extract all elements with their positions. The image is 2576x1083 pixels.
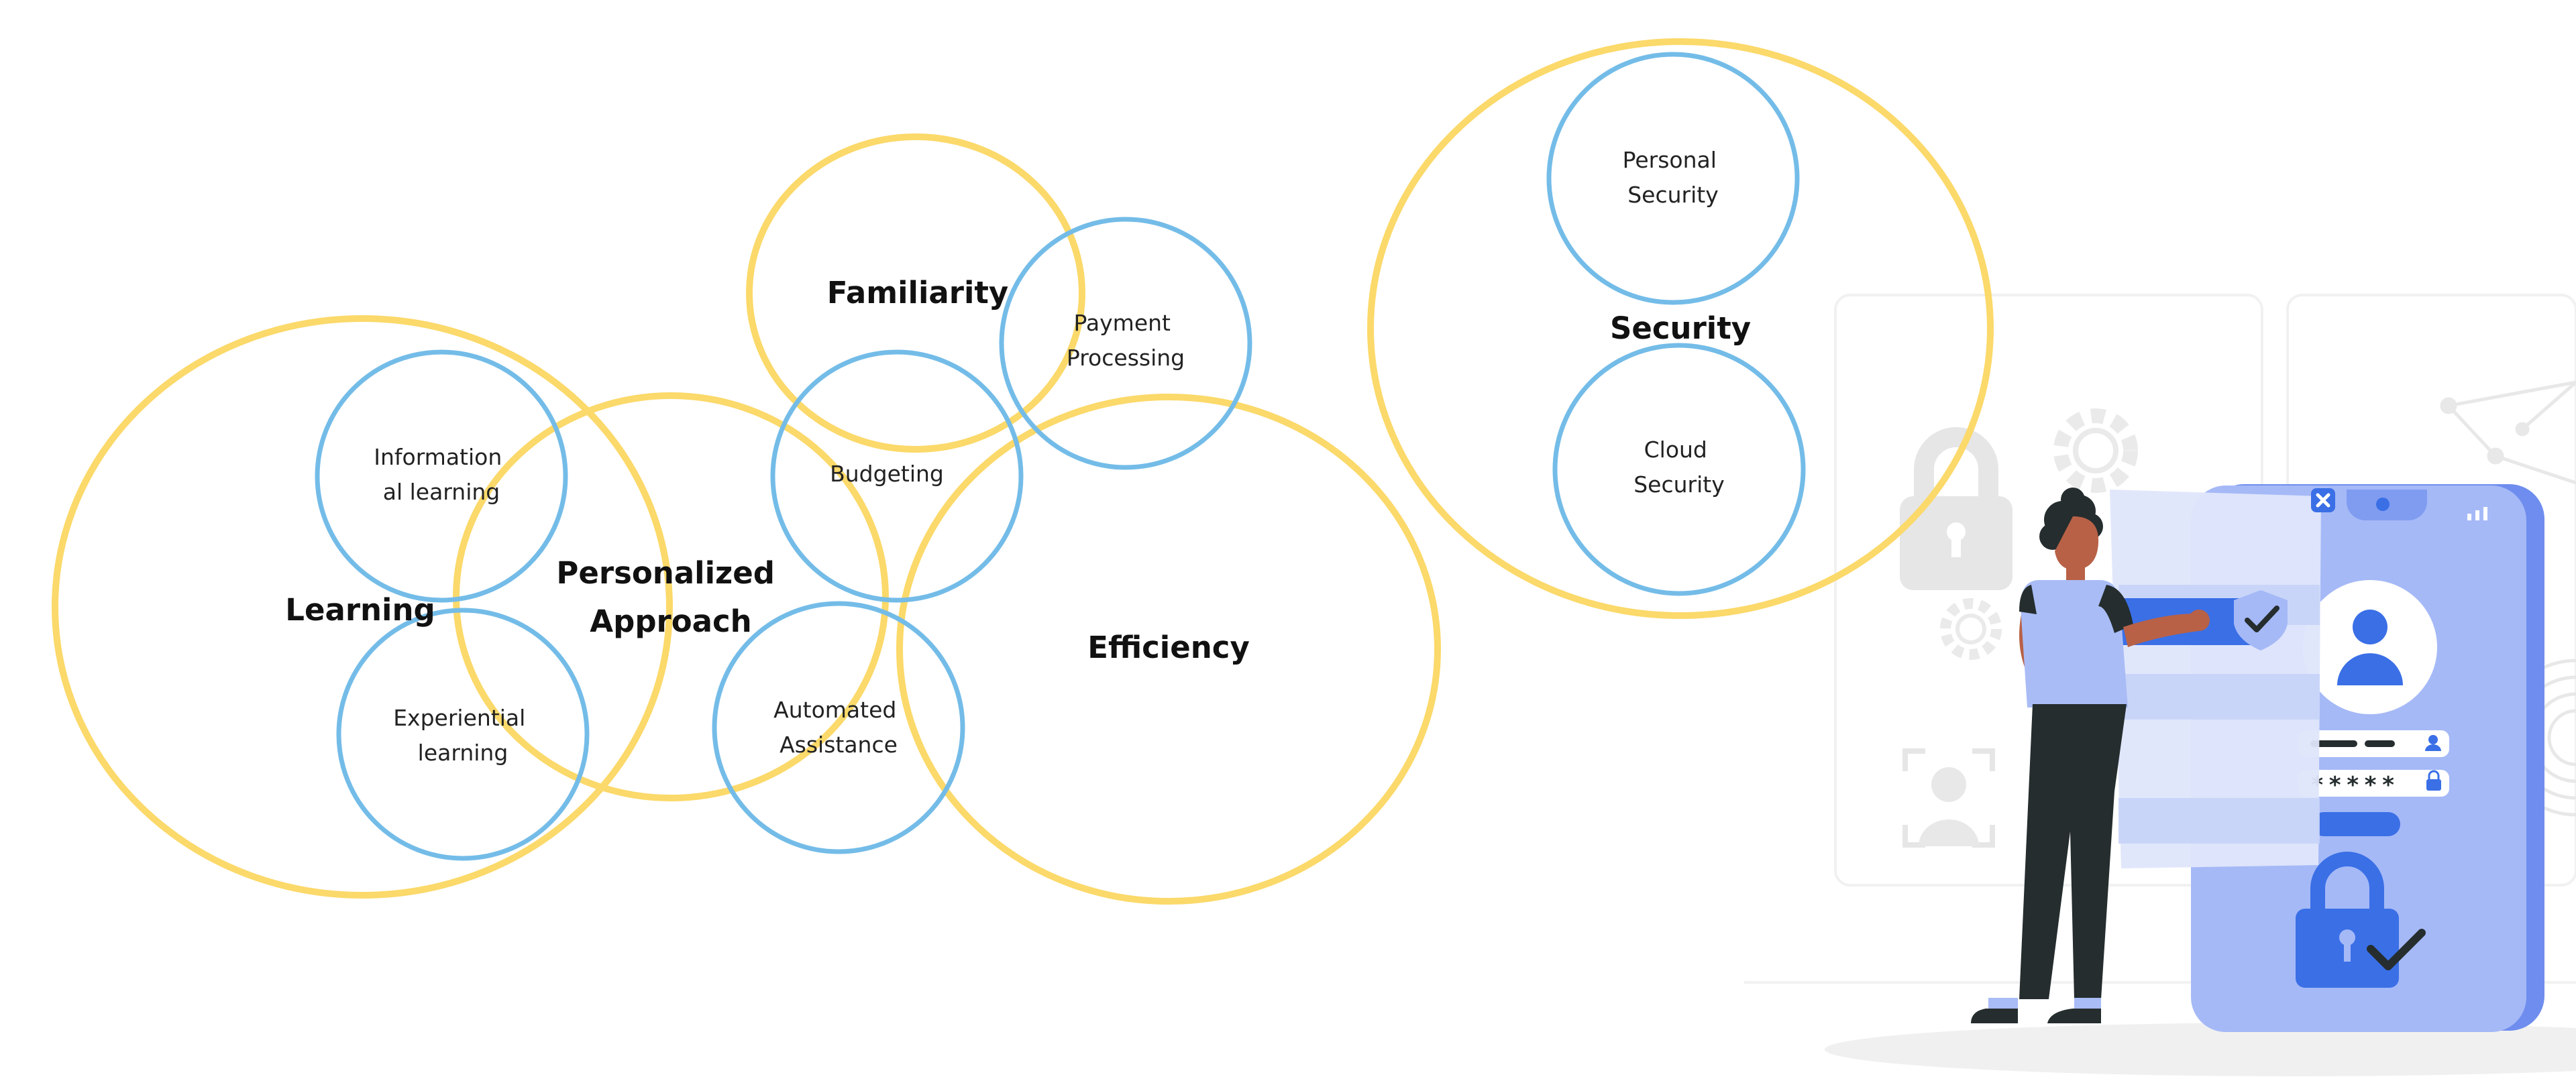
circle-personalized: [453, 392, 889, 801]
label-line: learning: [418, 740, 508, 766]
label-personal-security: Personal Security: [1623, 147, 1724, 208]
close-icon: [2316, 493, 2330, 508]
user-icon: [2425, 735, 2441, 751]
person-shirt: [2021, 580, 2128, 707]
password-field[interactable]: [2298, 770, 2449, 797]
circle-payment: [999, 217, 1252, 470]
label-line: Information: [374, 444, 502, 470]
person-sleeve: [2098, 585, 2133, 633]
camera-icon: [2376, 498, 2390, 511]
label-automated: Automated Assistance: [773, 697, 904, 758]
padlock-icon: [1900, 427, 2012, 590]
label-cloud-security: Cloud Security: [1633, 437, 1725, 498]
check-icon: [2367, 929, 2426, 970]
label-line: Security: [1627, 182, 1719, 208]
padlock-icon: [2426, 770, 2441, 791]
label-learning: Learning: [285, 592, 435, 628]
major-labels: Learning Personalized Approach Familiari…: [285, 275, 1751, 665]
label-informational: Information al learning: [374, 444, 509, 505]
label-line: Automated: [773, 697, 896, 723]
label-line: Cloud: [1644, 437, 1707, 463]
minor-labels: Information al learning Experiential lea…: [374, 147, 1725, 766]
blue-circles: [315, 52, 1806, 861]
label-efficiency: Efficiency: [1087, 630, 1250, 665]
person-shoe: [2047, 1009, 2101, 1023]
label-line: Personal: [1623, 147, 1717, 173]
person-arm: [2123, 614, 2198, 647]
circle-efficiency: [896, 394, 1441, 905]
person-shoe: [1971, 1009, 2018, 1023]
label-personalized: Personalized Approach: [556, 555, 785, 639]
circle-cloud-security: [1552, 343, 1806, 596]
label-line: Processing: [1067, 345, 1185, 371]
label-line: Approach: [590, 604, 751, 639]
person-head: [2055, 516, 2099, 570]
gear-icon: [1940, 598, 2002, 660]
label-line: Payment: [1074, 310, 1171, 336]
login-button[interactable]: [2312, 812, 2400, 836]
signal-icon: [2467, 507, 2487, 520]
person: [1971, 488, 2210, 1023]
floor-shadow: [1825, 1023, 2576, 1076]
face-id-icon: [1902, 748, 1995, 848]
person-pants: [2019, 704, 2127, 999]
yellow-circles: [52, 38, 1994, 905]
label-line: al learning: [383, 479, 500, 505]
circle-informational: [315, 349, 568, 603]
floating-panel: [2110, 488, 2335, 868]
circle-budgeting: [770, 349, 1024, 603]
person-neck: [2066, 560, 2085, 583]
person-sleeve: [2019, 585, 2037, 614]
network-graphic: [2440, 380, 2576, 485]
padlock-icon: [2296, 852, 2399, 988]
label-line: Assistance: [780, 732, 898, 758]
circle-security: [1367, 38, 1994, 619]
label-budgeting: Budgeting: [830, 461, 944, 487]
circle-personal-security: [1546, 52, 1800, 305]
avatar: [2303, 580, 2437, 714]
user-icon: [2337, 610, 2403, 685]
check-icon: [2245, 606, 2279, 632]
label-familiarity: Familiarity: [827, 275, 1008, 310]
circle-experiential: [336, 608, 590, 861]
password-mask: *****: [2310, 772, 2399, 799]
circle-automated: [712, 601, 965, 854]
label-line: Experiential: [393, 705, 525, 731]
person-sock: [2074, 998, 2101, 1009]
label-security: Security: [1610, 310, 1751, 346]
label-line: Personalized: [556, 555, 775, 591]
person-hand: [2188, 610, 2210, 631]
label-line: Budgeting: [830, 461, 944, 487]
username-text: [2310, 740, 2357, 747]
label-line: Security: [1633, 471, 1725, 498]
security-illustration: *****: [1744, 294, 2576, 1076]
person-sock: [1988, 998, 2018, 1009]
circle-familiarity: [746, 133, 1085, 453]
shield-check-icon: [2234, 590, 2288, 650]
label-experiential: Experiential learning: [393, 705, 533, 766]
username-text: [2365, 740, 2395, 747]
circle-learning: [52, 315, 673, 899]
label-payment: Payment Processing: [1067, 310, 1185, 371]
gear-icon: [2053, 408, 2138, 493]
